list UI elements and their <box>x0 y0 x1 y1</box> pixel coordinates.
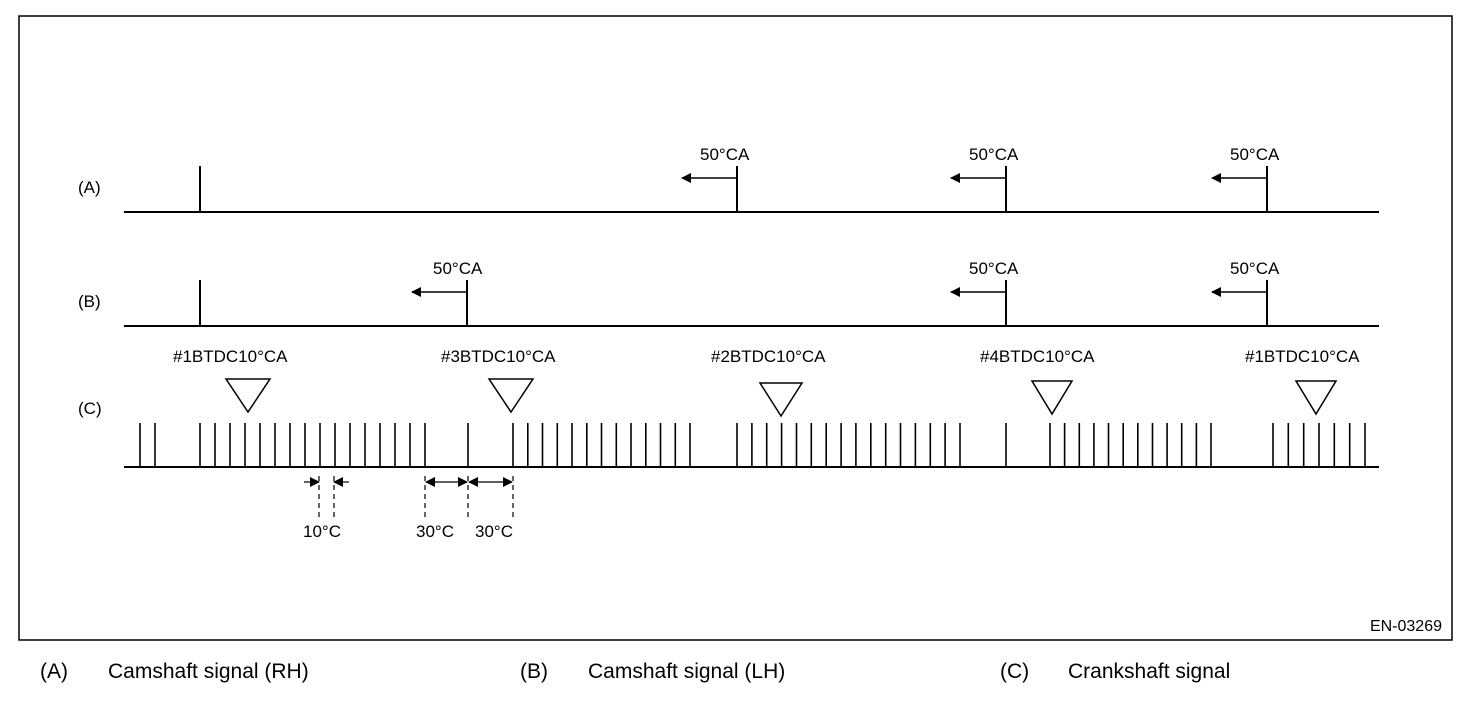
row-b-advance-2: 50°CA <box>950 259 1019 326</box>
advance-label: 50°CA <box>969 259 1019 278</box>
figure-id: EN-03269 <box>1370 618 1442 635</box>
row-b-advance-3: 50°CA <box>1211 259 1280 326</box>
legend-item-c: (C) Crankshaft signal <box>1000 660 1230 684</box>
dimension-missing-tooth-gap: 30°C 30°C <box>416 476 514 541</box>
diagram-border <box>18 15 1453 641</box>
btdc-marker-2: #3BTDC10°CA <box>441 347 556 414</box>
legend-item-b: (B) Camshaft signal (LH) <box>520 660 785 684</box>
advance-label: 50°CA <box>1230 145 1280 164</box>
row-a-advance-1: 50°CA <box>681 145 750 212</box>
btdc-triangle <box>224 378 272 414</box>
dimension-label-gap-left: 30°C <box>416 522 454 541</box>
legend: (A) Camshaft signal (RH) (B) Camshaft sign… <box>0 660 1472 700</box>
legend-key: (A) <box>40 660 68 683</box>
row-label-c: (C) <box>78 399 102 418</box>
dimension-tooth-pitch: 10°C <box>303 476 349 541</box>
crank-teeth <box>139 423 1366 467</box>
btdc-triangle <box>1030 380 1074 416</box>
row-label-b: (B) <box>78 292 101 311</box>
row-a-advance-2: 50°CA <box>950 145 1019 212</box>
advance-label: 50°CA <box>969 145 1019 164</box>
btdc-triangle <box>758 382 804 418</box>
legend-key: (C) <box>1000 660 1030 683</box>
row-label-a: (A) <box>78 178 101 197</box>
row-a-advance-3: 50°CA <box>1211 145 1280 212</box>
btdc-label: #1BTDC10°CA <box>173 347 288 366</box>
row-b-advance-1: 50°CA <box>411 259 483 326</box>
btdc-label: #3BTDC10°CA <box>441 347 556 366</box>
legend-text: Camshaft signal (LH) <box>588 660 786 683</box>
legend-text: Camshaft signal (RH) <box>108 660 309 683</box>
legend-key: (B) <box>520 660 548 683</box>
btdc-marker-1: #1BTDC10°CA <box>173 347 288 414</box>
btdc-marker-3: #2BTDC10°CA <box>711 347 826 418</box>
btdc-label: #4BTDC10°CA <box>980 347 1095 366</box>
btdc-label: #1BTDC10°CA <box>1245 347 1360 366</box>
btdc-triangle <box>1294 380 1338 416</box>
advance-label: 50°CA <box>1230 259 1280 278</box>
btdc-marker-4: #4BTDC10°CA <box>980 347 1095 416</box>
btdc-marker-5: #1BTDC10°CA <box>1245 347 1360 416</box>
legend-text: Crankshaft signal <box>1068 660 1231 683</box>
advance-label: 50°CA <box>433 259 483 278</box>
dimension-label-tooth-pitch: 10°C <box>303 522 341 541</box>
btdc-triangle <box>487 378 535 414</box>
legend-item-a: (A) Camshaft signal (RH) <box>40 660 309 684</box>
timing-diagram: (A) 50°CA 50°CA 50°CA (B) 50°CA 50°CA 50… <box>18 15 1453 641</box>
dimension-label-gap-right: 30°C <box>475 522 513 541</box>
btdc-label: #2BTDC10°CA <box>711 347 826 366</box>
advance-label: 50°CA <box>700 145 750 164</box>
